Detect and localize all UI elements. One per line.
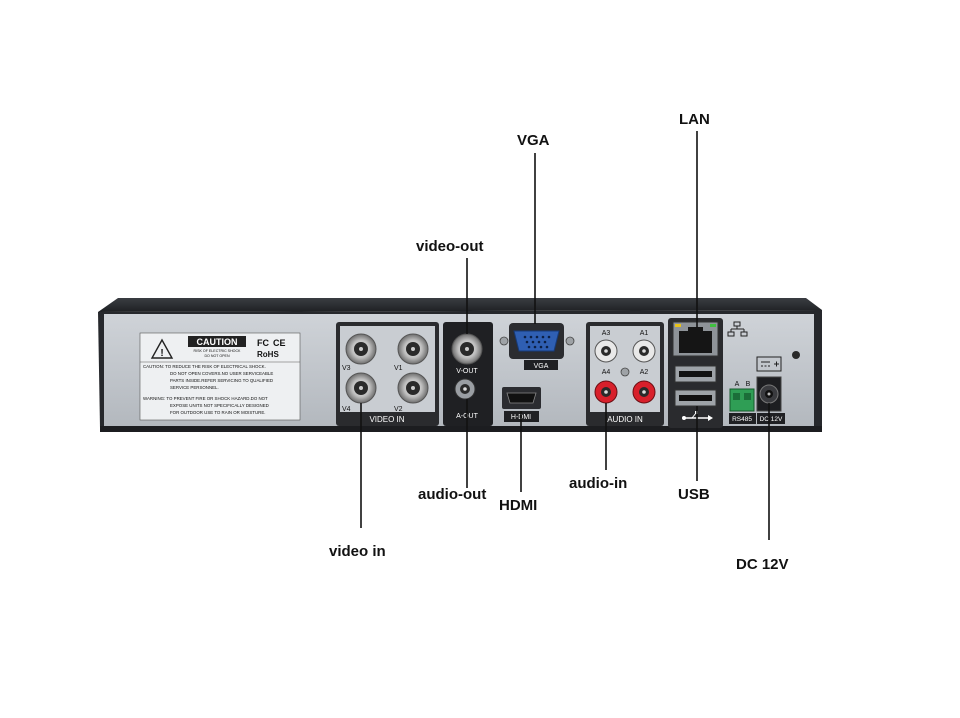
video-in-band-label: VIDEO IN	[369, 415, 404, 424]
callout-dc-12v: DC 12V	[736, 556, 789, 573]
lan-port	[672, 321, 719, 357]
label-a2: A2	[640, 369, 649, 376]
video-in-group: V3 V1 V4 V2 VIDEO IN	[336, 322, 439, 426]
caution-title: CAUTION	[197, 337, 238, 347]
audio-in-rca-a1	[632, 339, 656, 363]
warning-line-4: SERVICE PERSONNEL.	[170, 385, 219, 390]
warning-line-5: WARNING: TO PREVENT FIRE OR SHOCK HAZARD…	[143, 396, 268, 401]
callout-hdmi: HDMI	[499, 497, 538, 514]
label-a1: A1	[640, 330, 649, 337]
vga-port: VGA	[499, 323, 575, 370]
lan-usb-group	[668, 318, 723, 428]
label-a4: A4	[602, 369, 611, 376]
network-symbol-icon	[727, 321, 748, 337]
audio-in-rca-a3	[594, 339, 618, 363]
fc-mark: FC	[257, 338, 269, 348]
caution-label: ! CAUTION RISK OF ELECTRIC SHOCK DO NOT …	[139, 332, 301, 421]
leader-lines	[360, 131, 770, 540]
warning-line-1: CAUTION: TO REDUCE THE RISK OF ELECTRICA…	[143, 364, 266, 369]
dc12v-tag: DC 12V	[760, 416, 783, 423]
video-out-bnc	[451, 333, 483, 365]
rs485-terminal: A B RS485	[729, 381, 756, 424]
label-v2: V2	[394, 406, 403, 413]
warning-line-2: DO NOT OPEN COVERS.NO USER SERVICEABLE	[170, 371, 273, 376]
warning-line-3: PARTS INSIDE.REFER SERVICING TO QUALIFIE…	[170, 378, 273, 383]
usb-port-lower	[674, 389, 717, 407]
ground-screw	[792, 351, 800, 359]
warning-line-7: FOR OUTDOOR USE TO RAIN OR MOISTURE.	[170, 410, 265, 415]
label-v3: V3	[342, 365, 351, 372]
caution-sub-1: RISK OF ELECTRIC SHOCK	[194, 349, 242, 353]
warning-triangle-icon	[150, 338, 174, 359]
usb-port-upper	[674, 365, 717, 383]
rohs-mark: RoHS	[257, 350, 279, 359]
callout-vga: VGA	[517, 132, 550, 149]
callout-video-out: video-out	[416, 238, 484, 255]
caution-sub-2: DO NOT OPEN	[204, 354, 229, 358]
warning-triangle-mark: !	[160, 348, 163, 359]
video-in-bnc-v4	[345, 372, 377, 404]
callout-audio-in: audio-in	[569, 475, 628, 492]
dc-polarity-icon	[756, 356, 782, 372]
video-in-bnc-v2	[397, 372, 429, 404]
video-in-bnc-v1	[397, 333, 429, 365]
callout-usb: USB	[678, 486, 710, 503]
audio-in-band-label: AUDIO IN	[607, 415, 643, 424]
audio-out-rca	[454, 378, 476, 400]
rs485-b-label: B	[746, 381, 751, 388]
rs485-a-label: A	[735, 381, 740, 388]
audio-in-group: A3 A1 A4 A2 AUDIO IN	[586, 322, 664, 426]
rs485-tag: RS485	[732, 416, 752, 423]
label-v4: V4	[342, 406, 351, 413]
v-out-label: V-OUT	[456, 368, 478, 375]
warning-line-6: EXPOSE UNITS NOT SPECIFICALLY DESIGNED	[170, 403, 269, 408]
audio-in-rca-a4	[594, 380, 618, 404]
label-v1: V1	[394, 365, 403, 372]
video-in-bnc-v3	[345, 333, 377, 365]
vga-tag: VGA	[534, 363, 549, 370]
callout-video-in: video in	[329, 543, 386, 560]
ce-mark: CE	[273, 338, 286, 348]
callout-lan: LAN	[679, 111, 710, 128]
label-a3: A3	[602, 330, 611, 337]
callout-audio-out: audio-out	[418, 486, 487, 503]
output-group: V-OUT A-OUT	[443, 322, 493, 426]
audio-in-rca-a2	[632, 380, 656, 404]
